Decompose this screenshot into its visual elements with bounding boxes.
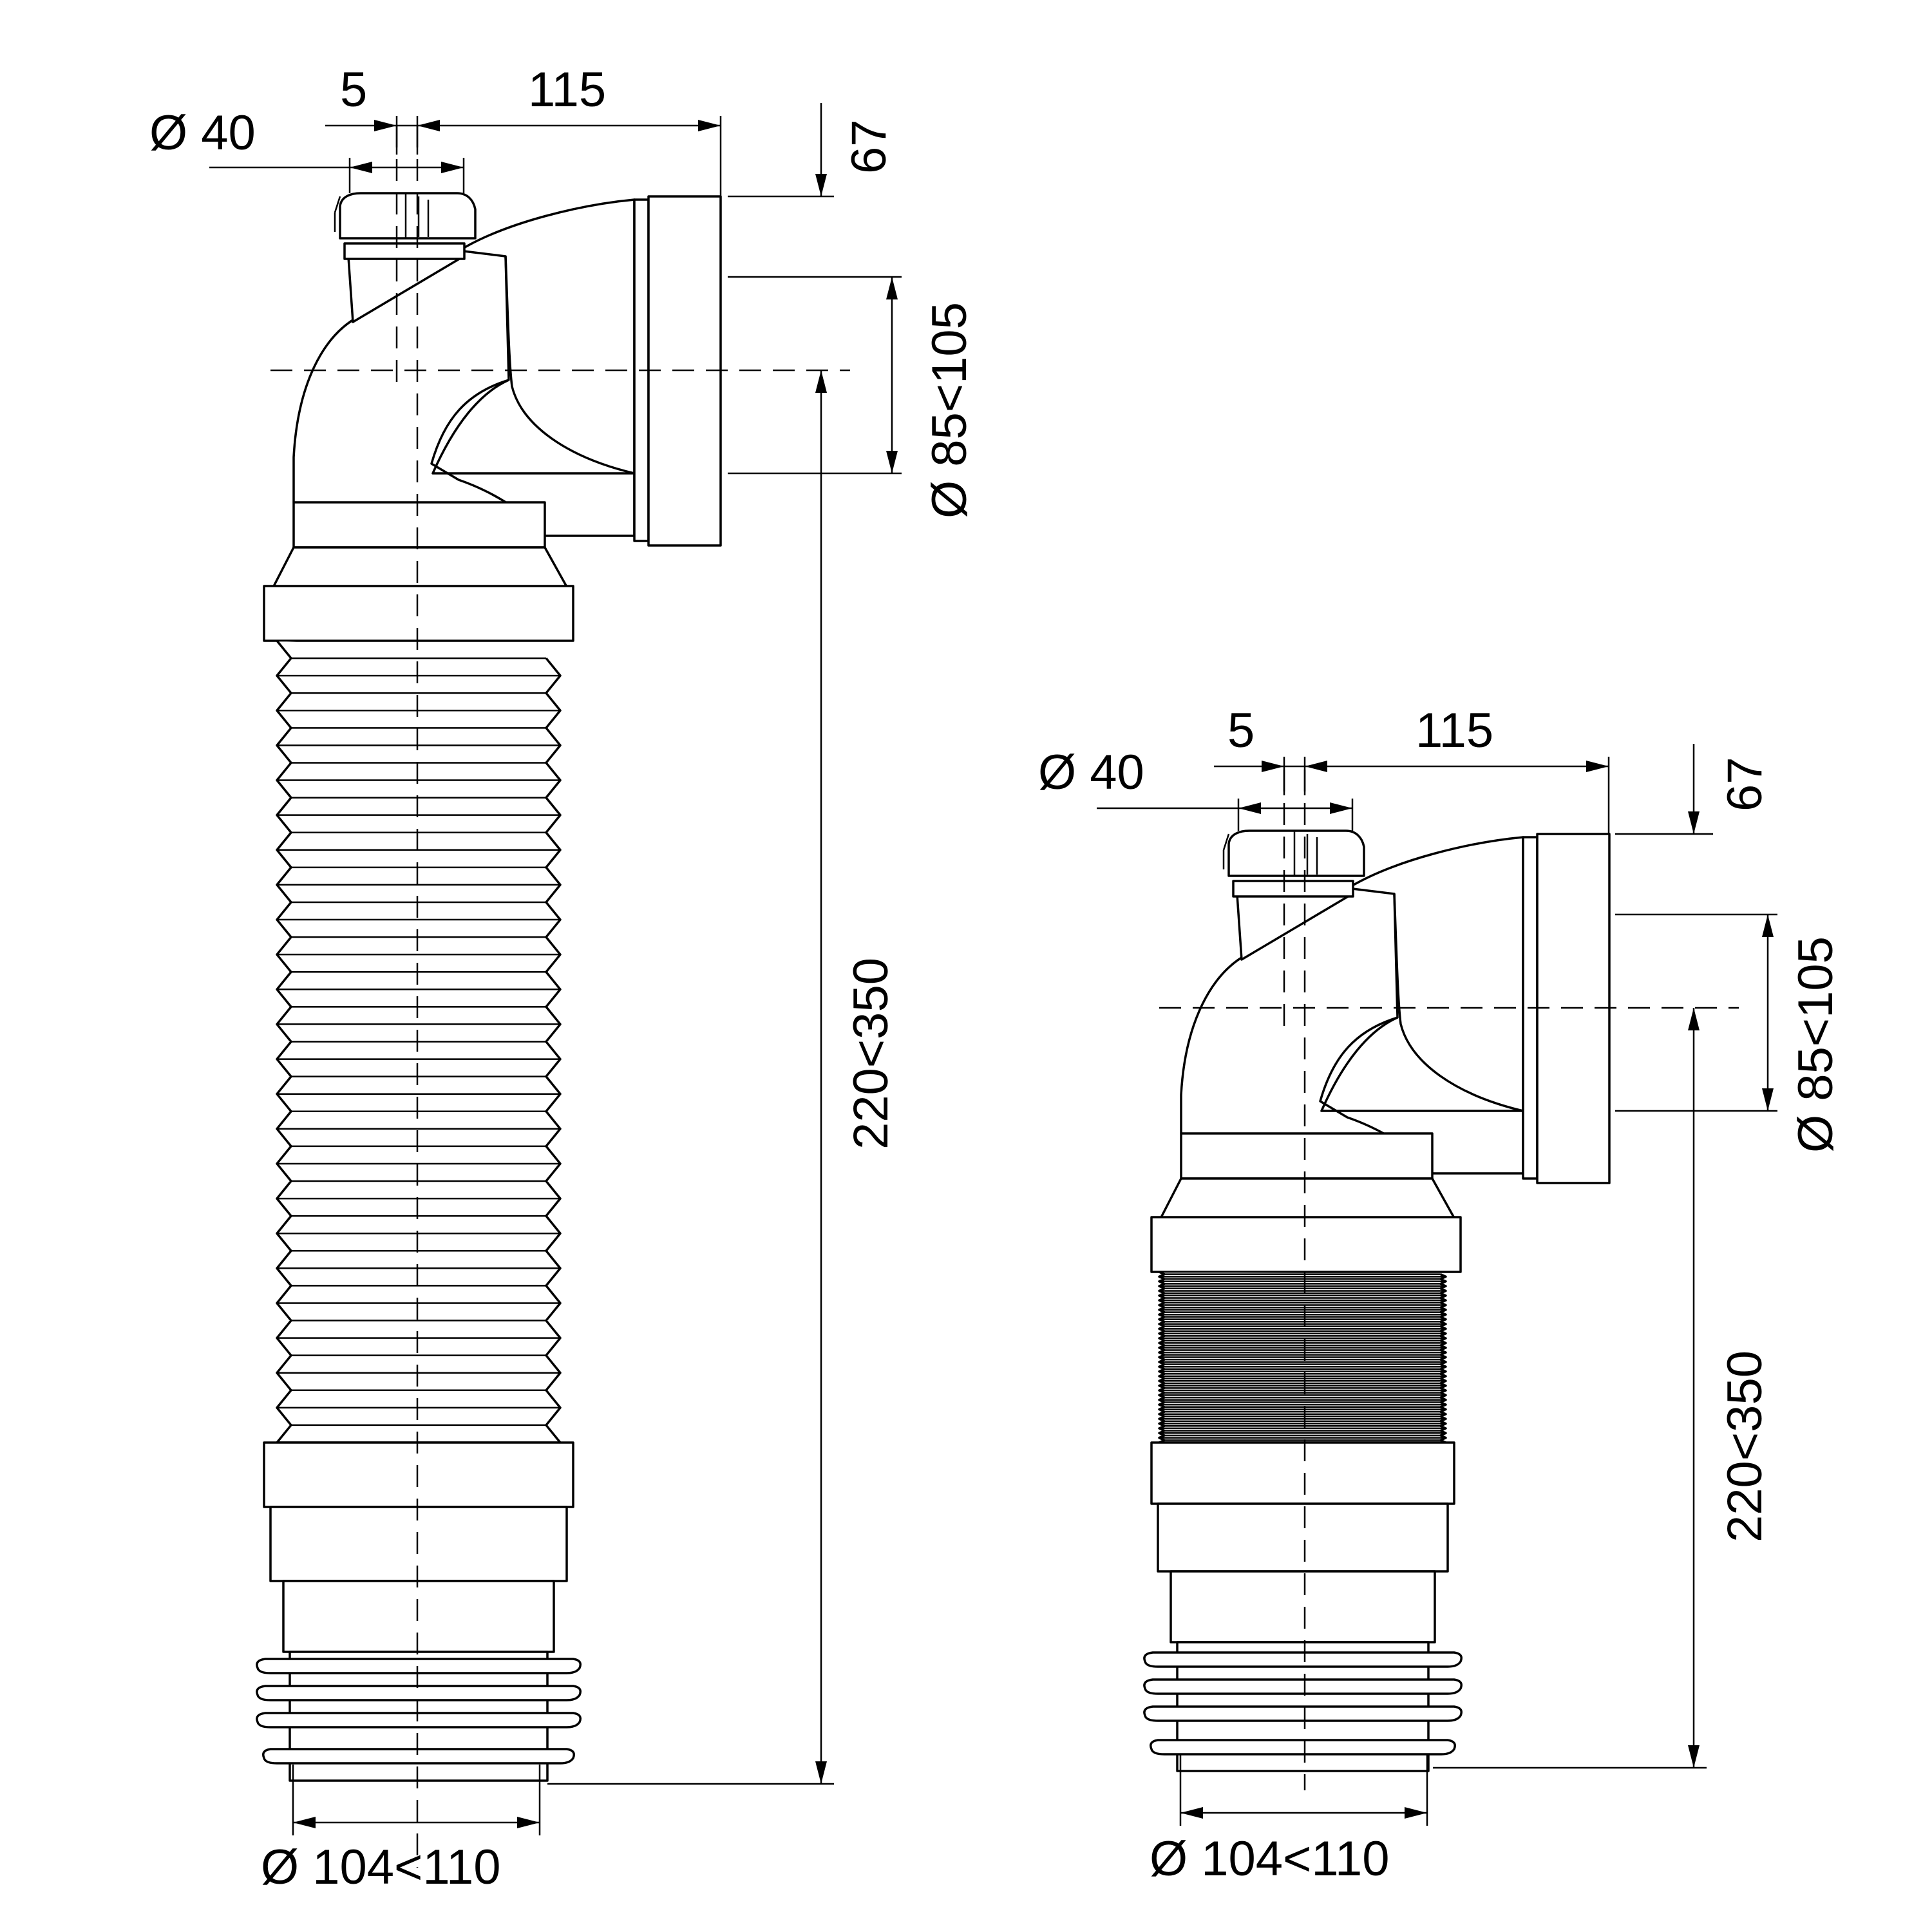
- inlet-neck: [343, 242, 466, 260]
- inlet-cap-groove: [334, 193, 430, 238]
- spigot: [1170, 1570, 1436, 1643]
- elbow-body: [292, 198, 636, 537]
- dim-label-offset: 5: [1227, 703, 1255, 758]
- elbow-body: [1180, 836, 1524, 1175]
- lower-ring: [1150, 1441, 1455, 1505]
- dim-label-diameter-outlet: Ø 85<105: [1788, 936, 1843, 1153]
- dim-label-top-gap: 67: [1718, 757, 1772, 811]
- dim-label-diameter-outlet: Ø 85<105: [922, 302, 977, 518]
- drawing-short-bellows: Ø 40 5 115 67 Ø 85<105 220<350: [1038, 703, 1843, 1886]
- dim-label-top-gap: 67: [842, 119, 896, 174]
- drawing-long-bellows: Ø 40 5 115 67 Ø 85<105 220<350: [149, 62, 977, 1895]
- seal-fins: [256, 1658, 582, 1765]
- dim-label-length-range: 220<350: [844, 958, 898, 1150]
- dim-label-diameter-inlet: Ø 40: [149, 106, 256, 160]
- inlet-cap: [339, 192, 477, 240]
- lower-sleeve: [1157, 1502, 1449, 1573]
- outlet-inner: [431, 379, 634, 475]
- outlet-arc: [1393, 893, 1524, 1112]
- outlet-arc: [504, 256, 635, 475]
- bellows-coarse: [276, 639, 562, 1444]
- dim-label-horizontal-length: 115: [528, 62, 606, 117]
- lower-ring: [263, 1441, 574, 1508]
- upper-ring: [1150, 1216, 1462, 1273]
- inlet-neck: [1232, 880, 1354, 898]
- outlet-inner: [1320, 1016, 1523, 1112]
- inlet-cap: [1227, 829, 1365, 877]
- dim-label-length-range: 220<350: [1718, 1350, 1772, 1542]
- lower-sleeve: [269, 1506, 568, 1582]
- dim-label-diameter-base: Ø 104<110: [261, 1840, 501, 1895]
- elbow-collar: [292, 501, 546, 549]
- dim-label-horizontal-length: 115: [1416, 703, 1493, 758]
- dim-label-diameter-base: Ø 104<110: [1150, 1832, 1390, 1886]
- inlet-cap-groove: [1222, 831, 1318, 876]
- dim-label-offset: 5: [340, 62, 367, 117]
- seal-fins: [1143, 1651, 1463, 1756]
- bellows-fine: [1158, 1271, 1447, 1444]
- upper-ring: [263, 585, 574, 642]
- spigot: [282, 1580, 555, 1653]
- dim-label-diameter-inlet: Ø 40: [1038, 745, 1144, 800]
- elbow-collar: [1180, 1132, 1434, 1180]
